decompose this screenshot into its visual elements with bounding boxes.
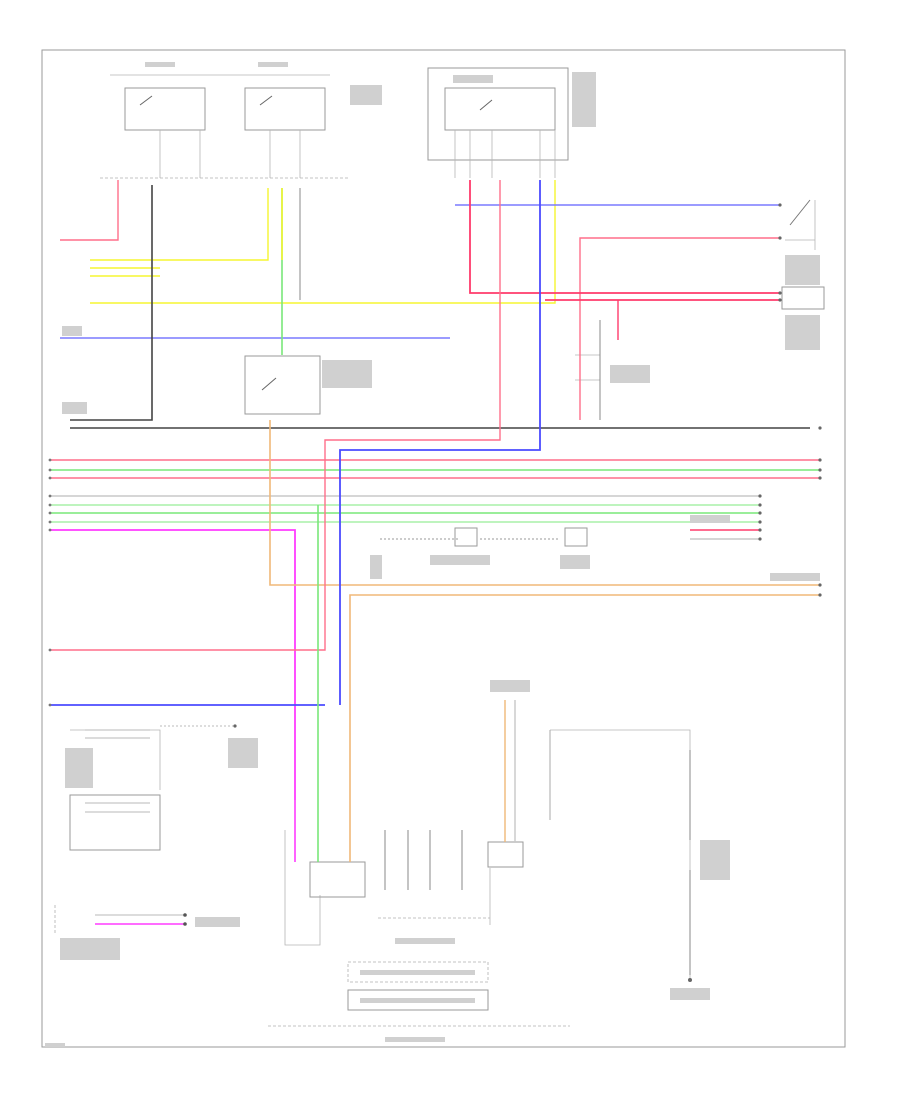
top-left-relay-block <box>100 74 350 179</box>
right-side-switch <box>575 199 825 381</box>
wires-vertical <box>281 180 619 800</box>
left-terminals <box>48 458 52 707</box>
top-center-relay-block <box>427 67 569 178</box>
lower-center-module <box>268 700 570 1027</box>
lower-right-wiring <box>549 729 692 982</box>
lower-left-devices <box>54 724 237 935</box>
tiny-labels <box>45 62 820 1047</box>
right-terminals <box>758 203 822 597</box>
wires-horizontal <box>50 180 820 800</box>
diagram-frame <box>41 49 846 1048</box>
center-switch-box <box>244 355 321 415</box>
center-connectors <box>454 527 588 547</box>
